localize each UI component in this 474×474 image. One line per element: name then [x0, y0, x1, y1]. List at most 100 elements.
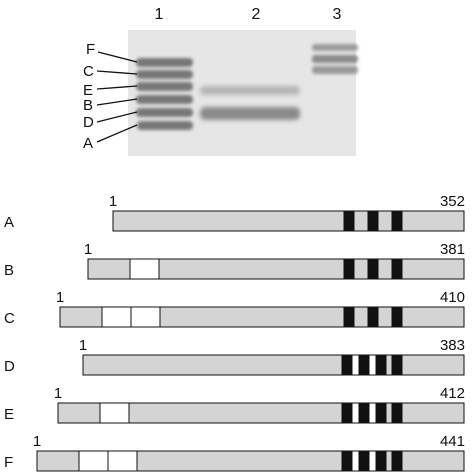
construct-segment-black	[341, 354, 353, 376]
band-label-e: E	[83, 82, 93, 99]
band-label-c: C	[83, 63, 94, 80]
construct-end: 410	[440, 289, 465, 306]
lane-1-band-f	[136, 58, 193, 67]
band-label-d: D	[83, 114, 94, 131]
construct-segment-black	[367, 210, 379, 232]
construct-segment-gray	[112, 210, 345, 232]
construct-segment-gray	[136, 450, 343, 472]
construct-segment-black	[367, 258, 379, 280]
construct-start: 1	[33, 433, 41, 450]
construct-label: A	[4, 214, 14, 231]
band-leader-f	[97, 51, 138, 63]
construct-row-f: F 1 441	[4, 433, 465, 472]
lane-label-2: 2	[252, 6, 261, 23]
construct-start: 1	[79, 337, 87, 354]
band-leader-b	[96, 98, 138, 106]
band-leader-d	[96, 111, 138, 123]
construct-label: D	[4, 358, 15, 375]
lane-label-1: 1	[155, 6, 164, 23]
construct-segment-gray	[401, 450, 465, 472]
construct-segment-black	[391, 258, 403, 280]
band-label-b: B	[83, 97, 93, 114]
construct-segment-gray	[401, 210, 465, 232]
lane-3-band-1	[312, 44, 358, 51]
lane-2-bands	[200, 86, 300, 120]
construct-start: 1	[84, 241, 92, 258]
band-leader-e	[96, 85, 138, 90]
construct-segment-gray	[401, 354, 465, 376]
construct-segment-black	[391, 210, 403, 232]
band-label-a: A	[83, 135, 93, 152]
lane-3-band-2	[312, 55, 358, 63]
lane-1-band-a	[137, 121, 193, 130]
construct-segment-gray	[377, 258, 393, 280]
construct-start: 1	[54, 385, 62, 402]
construct-segment-black	[358, 402, 370, 424]
construct-segment-black	[343, 306, 355, 328]
construct-segment-black	[343, 210, 355, 232]
construct-row-d: D 1 383	[4, 337, 465, 376]
construct-segment-gray	[59, 306, 103, 328]
construct-segment-white	[351, 354, 360, 376]
construct-segment-gray	[385, 450, 393, 472]
construct-segment-white	[129, 258, 160, 280]
construct-end: 383	[440, 337, 465, 354]
construct-segment-gray	[377, 306, 393, 328]
construct-segment-white	[368, 450, 377, 472]
lane-2-band-upper	[200, 86, 300, 95]
construct-start: 1	[109, 193, 117, 210]
construct-segment-black	[391, 402, 403, 424]
construct-segment-gray	[158, 258, 345, 280]
construct-segment-gray	[159, 306, 345, 328]
construct-segment-black	[358, 354, 370, 376]
construct-label: F	[4, 454, 13, 471]
construct-segment-gray	[128, 402, 343, 424]
construct-segment-black	[341, 450, 353, 472]
construct-segment-white	[130, 306, 161, 328]
lane-1-band-b	[136, 95, 193, 104]
lane-3-bands	[312, 44, 358, 74]
construct-segment-white	[99, 402, 130, 424]
construct-segment-gray	[353, 306, 369, 328]
gel-panel: 1 2 3 F C E B D A	[83, 6, 358, 156]
band-label-f: F	[86, 41, 95, 58]
construct-segment-gray	[36, 450, 80, 472]
construct-segment-gray	[377, 210, 393, 232]
construct-segment-white	[78, 450, 109, 472]
construct-start: 1	[56, 289, 64, 306]
lane-2-band-lower	[200, 107, 300, 120]
construct-segment-black	[375, 354, 387, 376]
construct-label: E	[4, 406, 14, 423]
construct-segment-white	[368, 354, 377, 376]
construct-segment-black	[391, 450, 403, 472]
construct-segment-gray	[87, 258, 131, 280]
construct-segment-gray	[82, 354, 343, 376]
construct-end: 352	[440, 193, 465, 210]
construct-segment-black	[343, 258, 355, 280]
band-labels: F C E B D A	[83, 41, 138, 152]
construct-segment-white	[101, 306, 132, 328]
construct-segment-black	[391, 306, 403, 328]
construct-segment-gray	[385, 354, 393, 376]
construct-segment-black	[375, 450, 387, 472]
band-leader-a	[96, 124, 138, 143]
construct-segment-white	[351, 402, 360, 424]
construct-segment-white	[368, 402, 377, 424]
lane-1-band-d	[136, 108, 193, 117]
construct-segment-gray	[401, 258, 465, 280]
construct-segment-black	[358, 450, 370, 472]
construct-segment-gray	[385, 402, 393, 424]
construct-segment-black	[341, 402, 353, 424]
construct-segment-gray	[401, 402, 465, 424]
construct-label: B	[4, 262, 14, 279]
lane-1-band-e	[136, 82, 193, 91]
construct-segment-white	[351, 450, 360, 472]
lane-1-bands	[136, 58, 193, 130]
construct-end: 441	[440, 433, 465, 450]
lane-3-band-3	[312, 66, 358, 74]
